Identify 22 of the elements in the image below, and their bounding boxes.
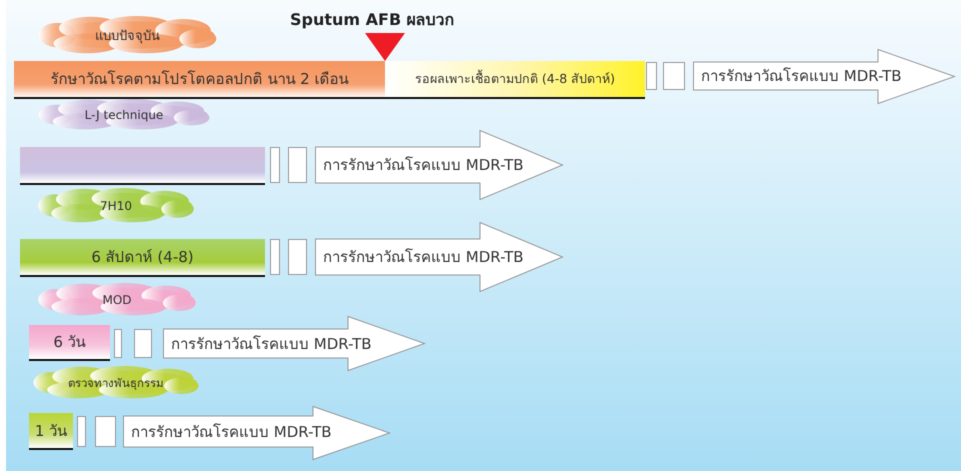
timeline-bar: 1 วัน xyxy=(29,413,73,448)
empty-box xyxy=(288,239,307,275)
empty-box xyxy=(288,147,307,183)
empty-bar xyxy=(20,147,265,183)
timeline-bar: 6 สัปดาห์ (4-8) xyxy=(20,239,265,275)
empty-box xyxy=(114,329,122,358)
timeline-bar: รักษาวัณโรคตามโปรโตคอลปกติ นาน 2 เดือน xyxy=(14,61,385,97)
empty-box xyxy=(270,239,280,275)
empty-box xyxy=(646,62,657,90)
arrow-shape: การรักษาวัณโรคแบบ MDR-TB xyxy=(315,222,563,292)
empty-box xyxy=(663,62,685,90)
empty-box xyxy=(77,416,86,447)
arrow-shape: การรักษาวัณโรคแบบ MDR-TB xyxy=(123,406,390,460)
empty-box xyxy=(134,329,152,358)
empty-box xyxy=(270,147,280,183)
arrow-shape: การรักษาวัณโรคแบบ MDR-TB xyxy=(315,130,563,200)
empty-box xyxy=(95,416,116,447)
arrow-shape: การรักษาวัณโรคแบบ MDR-TB xyxy=(163,316,425,371)
arrow-shape: การรักษาวัณโรคแบบ MDR-TB xyxy=(693,49,955,104)
marker-label: Sputum AFB ผลบวก xyxy=(290,9,455,31)
timeline-bar: รอผลเพาะเชื้อตามปกติ (4-8 สัปดาห์) xyxy=(385,61,645,97)
timeline-bar: 6 วัน xyxy=(29,325,110,359)
